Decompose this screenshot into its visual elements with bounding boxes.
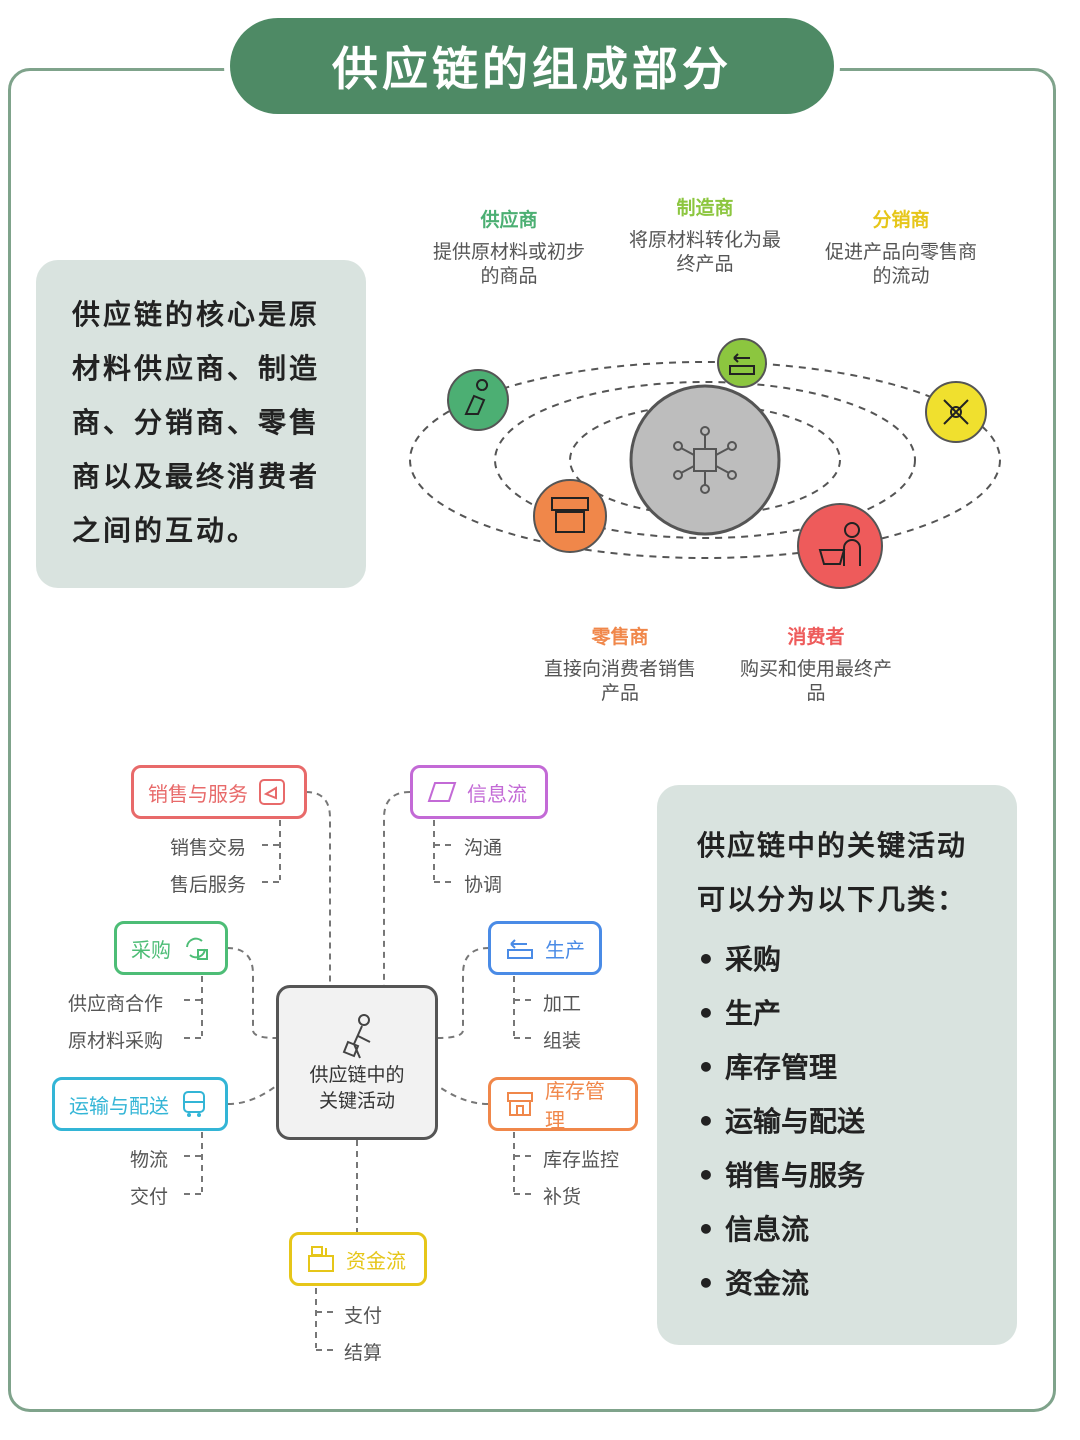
orbit-diagram [409,338,1001,589]
core-description-text: 供应链的核心是原材料供应商、制造商、分销商、零售商以及最终消费者之间的互动。 [72,298,321,547]
distributor-network-icon [925,381,987,443]
sub-funds [315,1288,336,1351]
sales-item-2: 售后服务 [170,874,247,896]
page-title: 供应链的组成部分 [230,18,834,114]
role-manufacturer: 制造商 将原材料转化为最终产品 [620,193,790,276]
activity-item: 生产 [697,987,977,1041]
sub-info [433,820,454,883]
activity-item: 资金流 [697,1257,977,1311]
sales-item-1: 销售交易 [170,837,247,859]
production-item-1: 加工 [543,993,582,1015]
connector-purchase [226,947,277,1039]
megaphone-icon [259,779,285,805]
node-purchase-label: 采购 [131,937,171,962]
node-info-flow: 信息流 [410,765,548,819]
node-funds: 资金流 [289,1232,427,1286]
activities-list: 采购 生产 库存管理 运输与配送 销售与服务 信息流 资金流 [697,933,977,1311]
node-sales-service: 销售与服务 [131,765,307,819]
info-item-1: 沟通 [464,837,503,859]
role-consumer-name: 消费者 [787,626,845,648]
node-transport: 运输与配送 [52,1077,228,1131]
node-funds-label: 资金流 [346,1248,406,1273]
consumer-basket-icon [797,503,883,589]
activities-panel: 供应链中的关键活动可以分为以下几类： 采购 生产 库存管理 运输与配送 销售与服… [657,785,1017,1345]
role-supplier-desc: 提供原材料或初步的商品 [432,241,585,287]
parallelogram-icon [427,782,457,802]
node-sales-service-label: 销售与服务 [148,781,248,806]
node-inventory: 库存管理 [488,1077,638,1132]
role-retailer-desc: 直接向消费者销售产品 [543,658,696,704]
node-info-flow-label: 信息流 [467,781,527,806]
role-distributor: 分销商 促进产品向零售商的流动 [816,205,986,288]
funds-item-2: 结算 [344,1342,383,1364]
purchase-item-1: 供应商合作 [68,993,164,1015]
node-production: 生产 [488,921,602,975]
bus-icon [183,1091,205,1117]
role-consumer: 消费者 购买和使用最终产品 [731,622,901,705]
connector-production [437,947,490,1039]
retailer-shop-icon [533,479,607,553]
transport-item-2: 交付 [130,1186,169,1208]
core-description-panel: 供应链的核心是原材料供应商、制造商、分销商、零售商以及最终消费者之间的互动。 [36,260,366,588]
mindmap-center-label: 供应链中的关键活动 [309,1063,405,1112]
inventory-item-2: 补货 [543,1186,582,1208]
production-item-2: 组装 [543,1030,582,1052]
sub-purchase [184,976,203,1039]
mindmap-center: 供应链中的关键活动 [276,985,438,1140]
hub-network-icon [629,384,781,536]
connector-sales [305,791,331,985]
role-consumer-desc: 购买和使用最终产品 [739,658,892,704]
role-manufacturer-desc: 将原材料转化为最终产品 [628,229,781,275]
transport-item-1: 物流 [130,1149,169,1171]
storefront-icon [507,1092,533,1116]
activity-item: 信息流 [697,1203,977,1257]
manufacturer-conveyor-icon [717,338,767,388]
connector-info [383,791,411,985]
supplier-dolly-icon [447,369,509,431]
role-distributor-desc: 促进产品向零售商的流动 [824,241,977,287]
activity-item: 运输与配送 [697,1095,977,1149]
sub-sales [262,820,281,883]
activity-item: 销售与服务 [697,1149,977,1203]
activities-intro: 供应链中的关键活动可以分为以下几类： [697,829,968,916]
node-inventory-label: 库存管理 [545,1079,605,1132]
outer-orbit [409,361,1001,559]
inventory-item-1: 库存监控 [543,1149,620,1171]
node-transport-label: 运输与配送 [69,1093,169,1118]
node-purchase: 采购 [114,921,228,975]
middle-orbit [494,381,916,539]
activity-item: 采购 [697,933,977,987]
role-retailer-name: 零售商 [591,626,649,648]
sub-inventory [513,1132,534,1195]
connector-inventory [437,1085,489,1105]
activity-item: 库存管理 [697,1041,977,1095]
node-production-label: 生产 [545,937,585,962]
funds-item-1: 支付 [344,1305,383,1327]
role-manufacturer-name: 制造商 [676,197,734,219]
inner-orbit [569,404,841,516]
sub-production [513,976,534,1039]
connector-transport [227,1085,277,1105]
role-retailer: 零售商 直接向消费者销售产品 [535,622,705,705]
conveyor-icon [507,939,533,959]
role-distributor-name: 分销商 [872,209,930,231]
sub-transport [184,1132,203,1195]
dolly-worker-icon [342,1013,371,1058]
purchase-cycle-icon [186,937,208,960]
role-supplier: 供应商 提供原材料或初步的商品 [424,205,594,288]
info-item-2: 协调 [464,874,503,896]
role-supplier-name: 供应商 [480,209,538,231]
purchase-item-2: 原材料采购 [68,1030,164,1052]
cash-register-icon [308,1246,334,1272]
